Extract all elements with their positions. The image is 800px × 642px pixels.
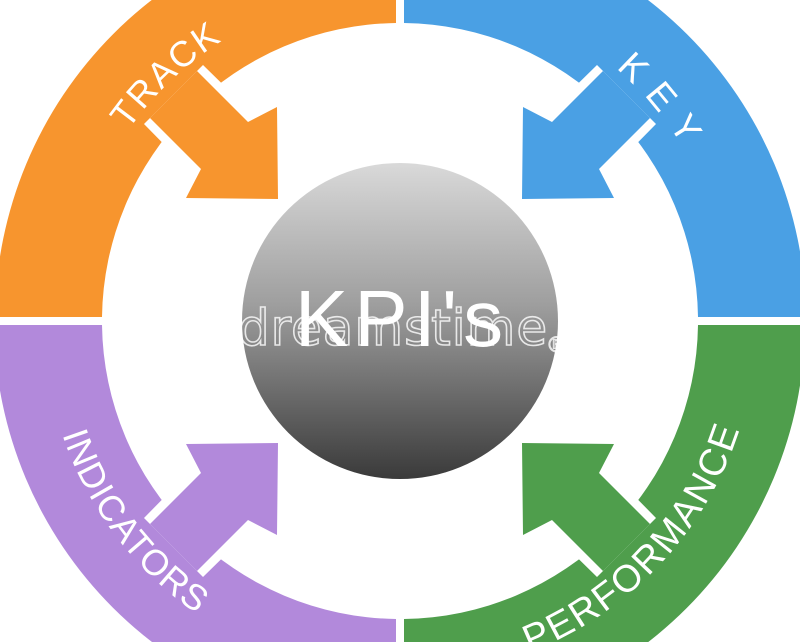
segment-indicators [0,325,396,642]
indicators-band-shape [0,325,396,642]
track-arrow-shape [150,71,278,199]
track-band-shape [0,0,396,317]
center-circle [242,163,558,479]
performance-arrow-shape [522,443,650,571]
segment-performance [404,325,800,642]
watermark-text: dreamstime [238,299,548,357]
center-label: KPI's [295,274,509,363]
key-band-shape [404,0,800,317]
watermark-registered-icon: ® [546,333,567,357]
segment-track [0,0,396,317]
indicators-arrow-shape [150,443,278,571]
performance-band-shape [404,325,800,642]
key-arrow-shape [522,71,650,199]
segment-key [404,0,800,317]
watermark: dreamstime ® [237,298,568,358]
